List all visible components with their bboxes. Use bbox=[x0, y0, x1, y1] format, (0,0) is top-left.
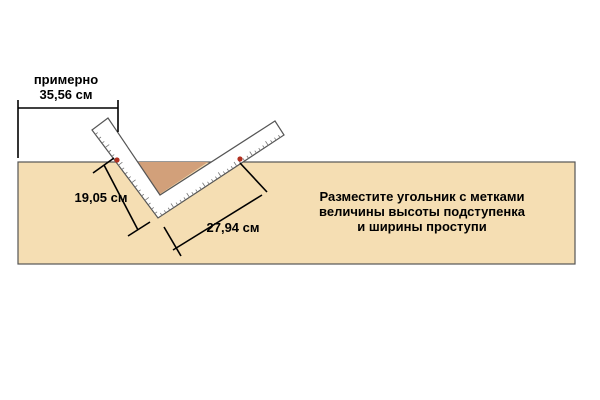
ruler-tick bbox=[202, 182, 206, 188]
ruler-tick bbox=[226, 168, 230, 172]
ruler-tick bbox=[141, 193, 145, 197]
instruction-line1: Разместите угольник с метками bbox=[319, 189, 524, 204]
ruler-tick bbox=[159, 212, 163, 216]
ruler-tick bbox=[131, 179, 136, 184]
ruler-tick bbox=[186, 192, 190, 198]
approx-label-line2: 35,56 см bbox=[40, 87, 93, 102]
ruler-tick bbox=[278, 134, 281, 138]
ruler-tick bbox=[254, 150, 257, 154]
rise-extension-top bbox=[92, 157, 115, 174]
ruler-tick bbox=[98, 136, 102, 140]
rise-extension-bottom bbox=[127, 221, 151, 237]
approx-label-line1: примерно bbox=[34, 72, 98, 87]
ruler-tick bbox=[258, 147, 261, 151]
ruler-tick bbox=[163, 210, 167, 214]
ruler-tick bbox=[195, 189, 198, 193]
ruler-tick bbox=[137, 189, 141, 192]
framing-square-ticks bbox=[95, 132, 281, 216]
ruler-tick bbox=[222, 171, 226, 175]
rise-dimension-line bbox=[103, 164, 139, 231]
approx-dimension bbox=[17, 100, 119, 158]
rise-mark-dot bbox=[114, 157, 120, 163]
ruler-tick bbox=[151, 207, 155, 210]
ruler-tick bbox=[118, 161, 123, 166]
ruler-tick bbox=[249, 151, 253, 156]
ruler-tick bbox=[211, 178, 214, 182]
ruler-tick bbox=[215, 176, 218, 180]
ruler-tick bbox=[183, 197, 186, 201]
ruler-tick bbox=[270, 140, 273, 144]
ruler-tick bbox=[207, 181, 210, 185]
ruler-tick bbox=[274, 137, 277, 141]
rise-label: 19,05 см bbox=[75, 190, 128, 205]
ruler-tick bbox=[144, 197, 150, 201]
run-extension-right bbox=[239, 162, 268, 193]
ruler-tick bbox=[242, 158, 245, 162]
ruler-tick bbox=[175, 202, 179, 206]
ruler-tick bbox=[147, 202, 151, 206]
ruler-tick bbox=[154, 211, 158, 214]
ruler-tick bbox=[265, 141, 269, 146]
ruler-tick bbox=[191, 191, 194, 195]
ruler-tick bbox=[134, 185, 138, 188]
instruction-line3: и ширины проступи bbox=[357, 219, 487, 234]
ruler-tick bbox=[230, 166, 234, 169]
ruler-tick bbox=[233, 161, 238, 167]
ruler-tick bbox=[104, 144, 110, 148]
ruler-tick bbox=[217, 172, 222, 177]
ruler-tick bbox=[262, 145, 265, 149]
run-dimension-line bbox=[172, 194, 263, 251]
ruler-tick bbox=[124, 171, 128, 175]
ruler-tick bbox=[95, 132, 98, 135]
ruler-tick bbox=[108, 149, 112, 153]
ruler-tick bbox=[246, 155, 249, 159]
run-label: 27,94 см bbox=[207, 220, 260, 235]
ruler-tick bbox=[101, 141, 105, 144]
run-extension-left bbox=[163, 226, 182, 257]
run-mark-dot bbox=[237, 156, 243, 162]
run-dimension bbox=[163, 162, 268, 257]
ruler-tick bbox=[167, 207, 171, 211]
ruler-tick bbox=[179, 199, 182, 203]
framing-square bbox=[91, 117, 285, 219]
ruler-tick bbox=[199, 186, 202, 190]
ruler-tick bbox=[121, 167, 125, 170]
instruction-line2: величины высоты подступенка bbox=[319, 204, 526, 219]
ruler-tick bbox=[170, 203, 175, 208]
rise-dimension bbox=[92, 157, 151, 237]
ruler-tick bbox=[128, 176, 131, 179]
ruler-tick bbox=[111, 154, 115, 157]
